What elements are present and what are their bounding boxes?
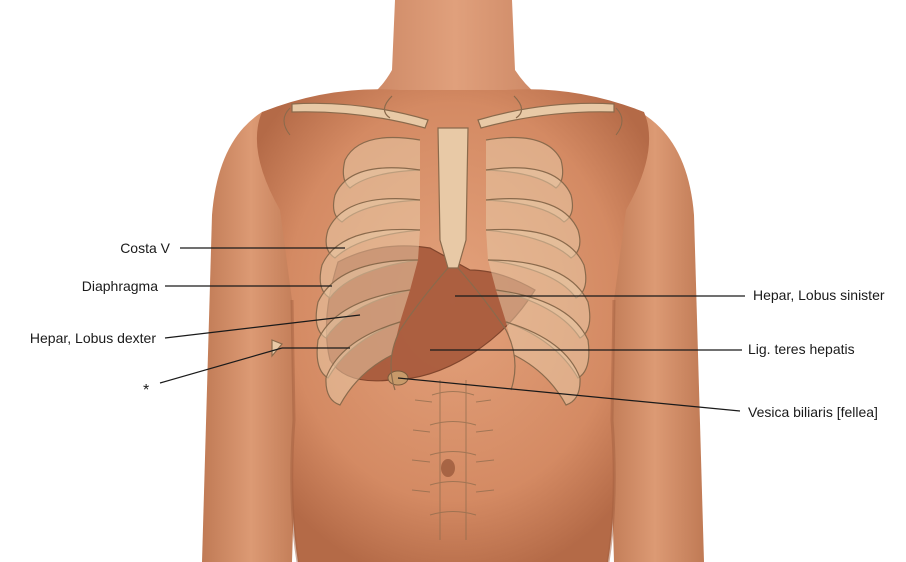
label-hepar-lobus-sinister: Hepar, Lobus sinister xyxy=(753,287,885,303)
label-diaphragma: Diaphragma xyxy=(82,278,158,294)
label-hepar-lobus-dexter: Hepar, Lobus dexter xyxy=(30,330,156,346)
label-lig-teres-hepatis: Lig. teres hepatis xyxy=(748,341,855,357)
navel xyxy=(441,459,455,477)
label-asterisk: * xyxy=(143,383,149,399)
sternum xyxy=(438,128,468,268)
label-costa-v: Costa V xyxy=(120,240,170,256)
label-vesica-biliaris: Vesica biliaris [fellea] xyxy=(748,404,878,420)
